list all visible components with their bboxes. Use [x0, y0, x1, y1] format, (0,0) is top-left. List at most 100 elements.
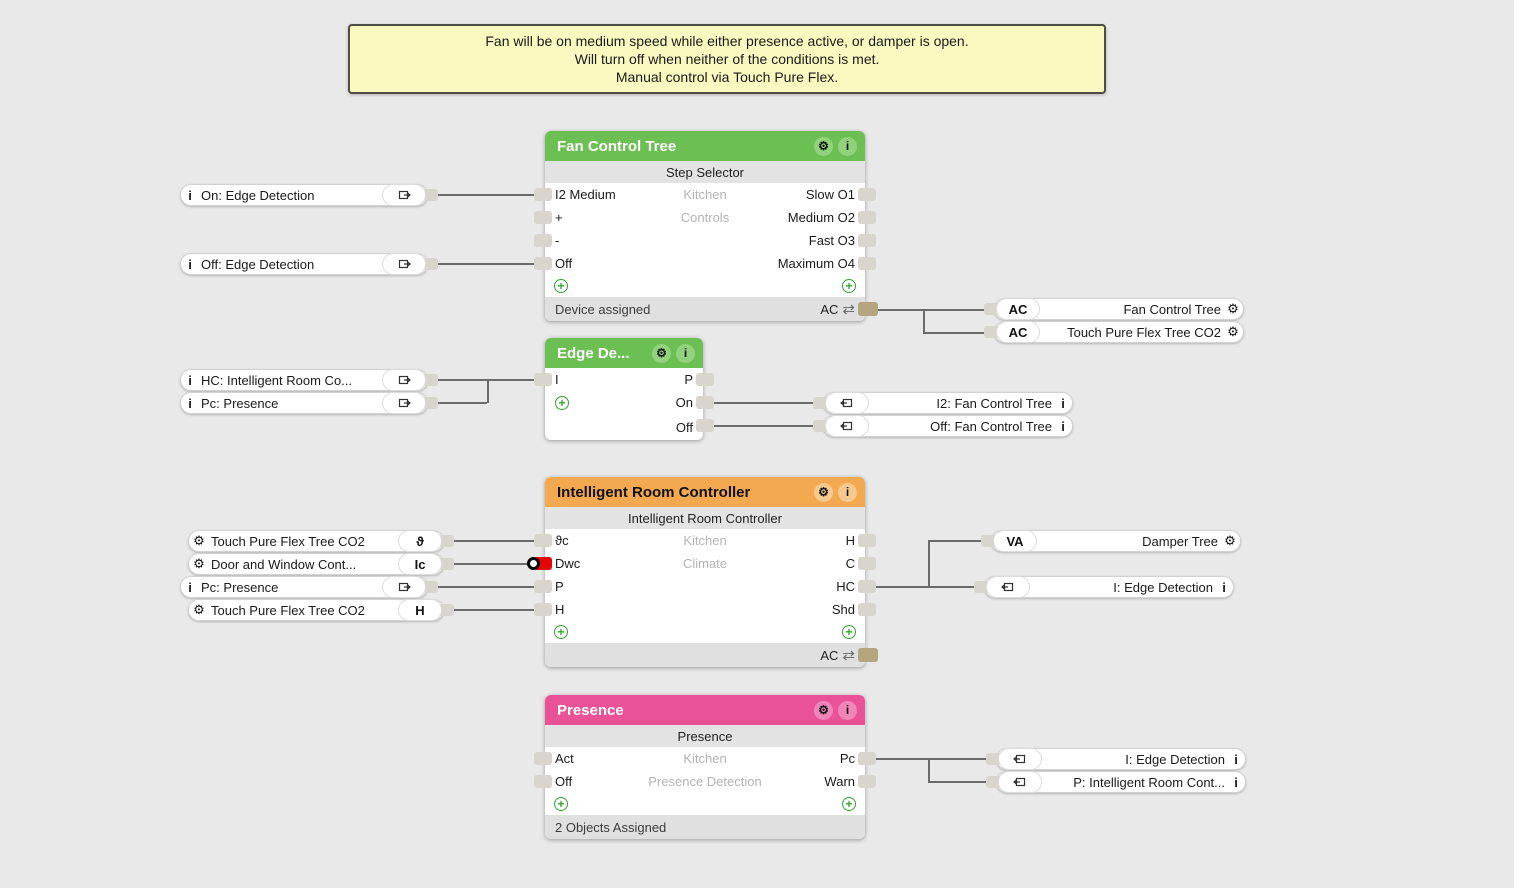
- input-ref-pill[interactable]: i Pc: Presence: [180, 392, 438, 414]
- output-connector[interactable]: [696, 396, 714, 409]
- io-badge[interactable]: VA: [993, 530, 1037, 552]
- info-icon[interactable]: i: [188, 395, 192, 411]
- block-header[interactable]: Intelligent Room Controller ⚙ i: [545, 477, 865, 507]
- info-icon[interactable]: i: [676, 343, 695, 363]
- device-ref-pill[interactable]: ⚙ Door and Window Cont... Ic: [188, 553, 454, 575]
- block-edge-detection[interactable]: Edge De... ⚙ i I P + On Off: [534, 338, 714, 440]
- input-ref-pill[interactable]: i HC: Intelligent Room Co...: [180, 369, 438, 391]
- info-icon[interactable]: i: [1061, 418, 1065, 434]
- device-ref-pill[interactable]: ⚙ Touch Pure Flex Tree CO2 H: [188, 599, 454, 621]
- add-input-icon[interactable]: +: [554, 625, 568, 639]
- pill-connector[interactable]: [438, 558, 454, 570]
- block-intelligent-room-controller[interactable]: Intelligent Room Controller ⚙ i Intellig…: [527, 477, 878, 667]
- input-ref-icon[interactable]: [998, 771, 1042, 793]
- output-ref-icon[interactable]: [382, 369, 426, 391]
- info-icon[interactable]: i: [188, 256, 192, 272]
- gear-icon[interactable]: ⚙: [652, 343, 671, 363]
- output-connector[interactable]: [858, 775, 876, 788]
- input-ref-pill[interactable]: i On: Edge Detection: [180, 184, 438, 206]
- gear-icon[interactable]: ⚙: [193, 556, 205, 571]
- add-input-icon[interactable]: +: [555, 395, 569, 410]
- info-icon[interactable]: i: [1061, 395, 1065, 411]
- output-ref-icon[interactable]: [382, 392, 426, 414]
- output-ref-pill[interactable]: P: Intelligent Room Cont... i: [986, 771, 1246, 793]
- gear-icon[interactable]: ⚙: [814, 136, 833, 156]
- input-connector[interactable]: [534, 373, 552, 386]
- add-output-icon[interactable]: +: [842, 279, 856, 293]
- io-badge[interactable]: AC: [996, 298, 1040, 320]
- input-ref-pill[interactable]: i Pc: Presence: [180, 576, 438, 598]
- output-connector[interactable]: [858, 234, 876, 247]
- io-badge[interactable]: H: [398, 599, 442, 621]
- info-icon[interactable]: i: [188, 187, 192, 203]
- input-ref-pill[interactable]: i Off: Edge Detection: [180, 253, 438, 275]
- output-connector[interactable]: [696, 419, 714, 432]
- gear-icon[interactable]: ⚙: [1224, 533, 1236, 548]
- output-connector[interactable]: [696, 373, 714, 386]
- output-connector[interactable]: [858, 752, 876, 765]
- input-connector[interactable]: [534, 752, 552, 765]
- pill-connector[interactable]: [438, 535, 454, 547]
- input-ref-icon[interactable]: [986, 576, 1030, 598]
- input-connector[interactable]: [534, 234, 552, 247]
- block-header[interactable]: Edge De... ⚙ i: [545, 338, 703, 368]
- info-icon[interactable]: i: [188, 579, 192, 595]
- output-ref-icon[interactable]: [382, 576, 426, 598]
- output-ref-pill[interactable]: Off: Fan Control Tree i: [813, 415, 1073, 437]
- block-header[interactable]: Fan Control Tree ⚙ i: [545, 131, 865, 161]
- info-icon[interactable]: i: [1234, 774, 1238, 790]
- add-input-icon[interactable]: +: [554, 279, 568, 293]
- add-output-icon[interactable]: +: [842, 625, 856, 639]
- pill-connector[interactable]: [422, 189, 438, 201]
- block-header[interactable]: Presence ⚙ i: [545, 695, 865, 725]
- input-ref-icon[interactable]: [825, 415, 869, 437]
- input-connector[interactable]: [534, 603, 552, 616]
- input-connector[interactable]: [534, 580, 552, 593]
- info-icon[interactable]: i: [1234, 751, 1238, 767]
- gear-icon[interactable]: ⚙: [193, 533, 205, 548]
- gear-icon[interactable]: ⚙: [814, 700, 833, 720]
- input-ref-icon[interactable]: [825, 392, 869, 414]
- ac-connector[interactable]: [858, 648, 878, 662]
- input-connector[interactable]: [534, 211, 552, 224]
- output-connector[interactable]: [858, 211, 876, 224]
- input-connector[interactable]: [534, 257, 552, 270]
- add-input-icon[interactable]: +: [554, 797, 568, 811]
- output-connector[interactable]: [858, 257, 876, 270]
- pill-connector[interactable]: [422, 374, 438, 386]
- device-ref-pill[interactable]: AC Touch Pure Flex Tree CO2 ⚙: [984, 321, 1244, 343]
- io-badge[interactable]: Ic: [398, 553, 442, 575]
- input-connector[interactable]: [534, 534, 552, 547]
- device-ref-pill[interactable]: AC Fan Control Tree ⚙: [984, 298, 1244, 320]
- pill-connector[interactable]: [422, 258, 438, 270]
- gear-icon[interactable]: ⚙: [193, 602, 205, 617]
- swap-arrows-icon[interactable]: ⇄: [842, 301, 855, 318]
- block-presence[interactable]: Presence ⚙ i Presence Act Pc Kitchen Off…: [534, 695, 876, 839]
- pill-connector[interactable]: [422, 581, 438, 593]
- output-ref-pill[interactable]: I: Edge Detection i: [986, 748, 1246, 770]
- info-icon[interactable]: i: [188, 372, 192, 388]
- input-connector[interactable]: [534, 188, 552, 201]
- output-ref-pill[interactable]: I2: Fan Control Tree i: [813, 392, 1073, 414]
- output-ref-icon[interactable]: [382, 184, 426, 206]
- output-ref-pill[interactable]: I: Edge Detection i: [974, 576, 1234, 598]
- info-icon[interactable]: i: [838, 482, 857, 502]
- output-connector[interactable]: [858, 580, 876, 593]
- output-ref-icon[interactable]: [382, 253, 426, 275]
- info-icon[interactable]: i: [1222, 579, 1226, 595]
- pill-connector[interactable]: [438, 604, 454, 616]
- device-ref-pill[interactable]: ⚙ Touch Pure Flex Tree CO2 ϑ: [188, 530, 454, 552]
- gear-icon[interactable]: ⚙: [814, 482, 833, 502]
- input-connector[interactable]: [534, 775, 552, 788]
- io-badge[interactable]: AC: [996, 321, 1040, 343]
- output-connector[interactable]: [858, 603, 876, 616]
- ac-connector[interactable]: [858, 302, 878, 316]
- swap-arrows-icon[interactable]: ⇄: [842, 647, 855, 664]
- pill-connector[interactable]: [422, 397, 438, 409]
- gear-icon[interactable]: ⚙: [1227, 324, 1239, 339]
- input-ref-icon[interactable]: [998, 748, 1042, 770]
- output-connector[interactable]: [858, 557, 876, 570]
- block-fan-control-tree[interactable]: Fan Control Tree ⚙ i Step Selector I2 Me…: [534, 131, 878, 321]
- info-icon[interactable]: i: [838, 700, 857, 720]
- io-badge[interactable]: ϑ: [398, 530, 442, 552]
